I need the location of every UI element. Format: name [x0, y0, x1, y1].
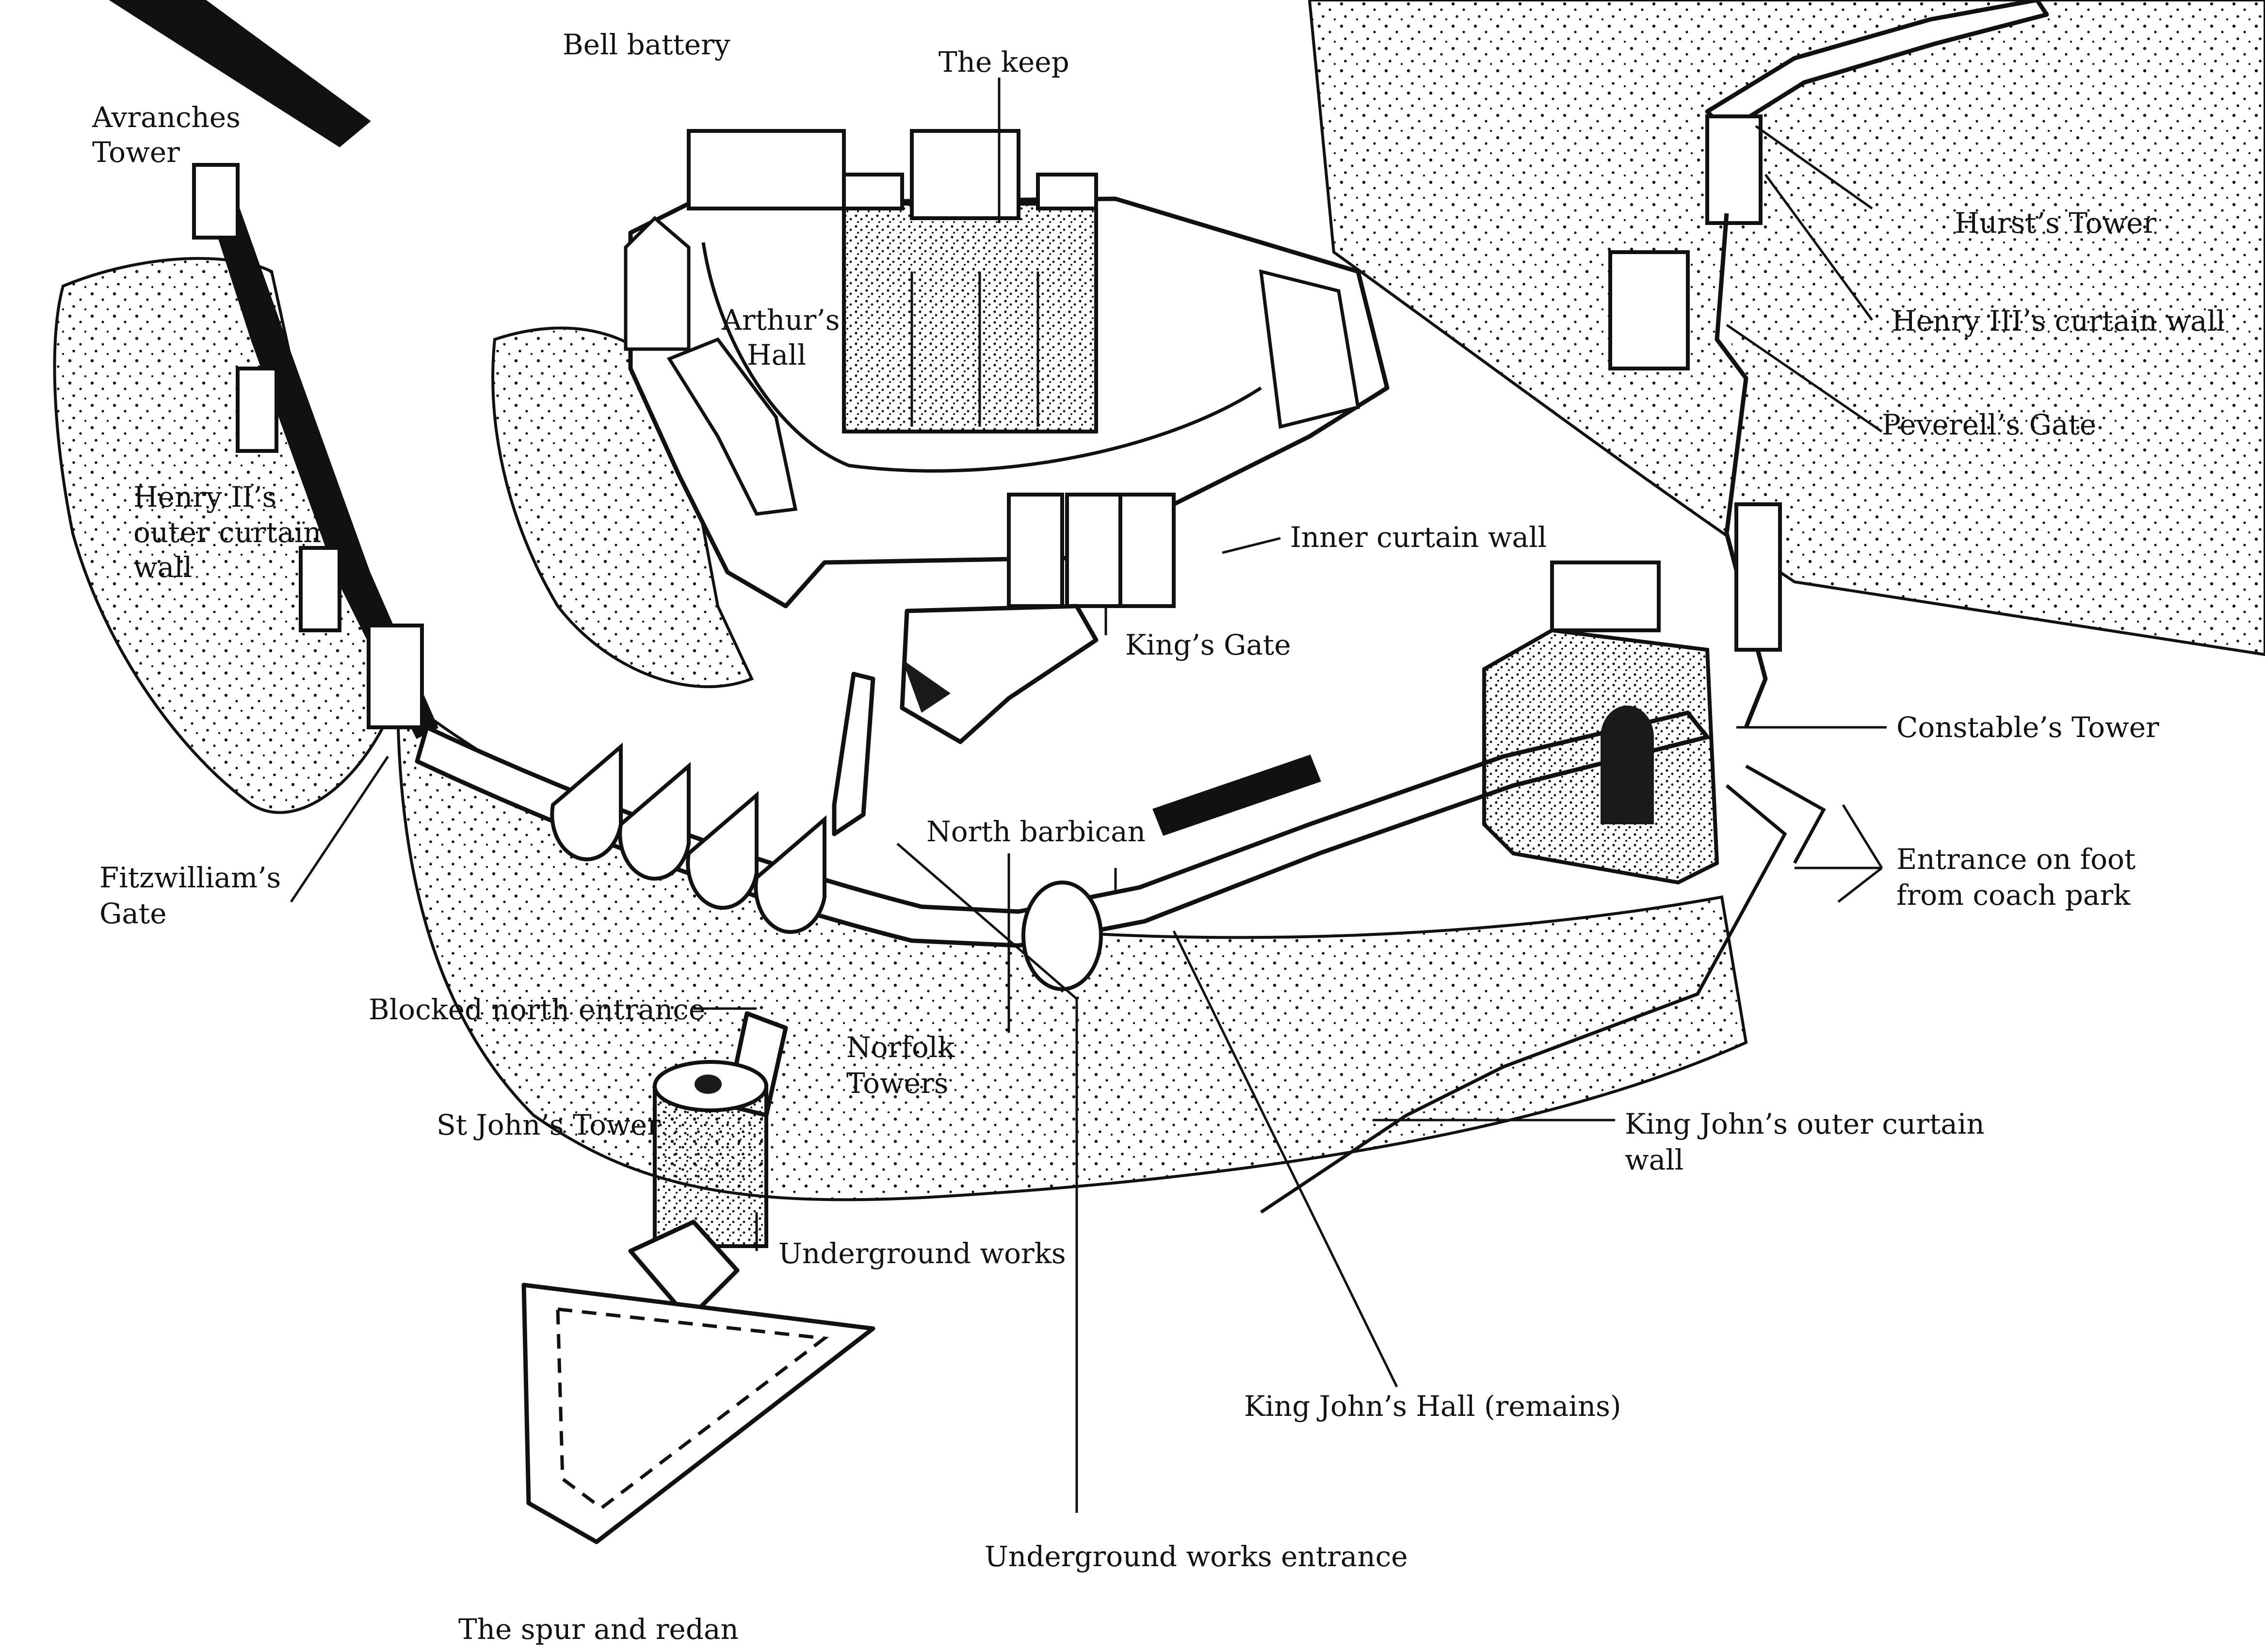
label-henry2-wall-3: wall	[133, 551, 192, 584]
inner-ward	[624, 129, 1390, 836]
label-entrance-on-foot-1: Entrance on foot	[1896, 843, 2136, 876]
keep-shape	[842, 129, 1098, 433]
labels: Bell battery The keep Avranches Tower Hu…	[92, 28, 2225, 1646]
henry2-outer-curtain-wall	[109, 0, 438, 739]
label-inner-curtain-wall: Inner curtain wall	[1290, 521, 1547, 554]
inner-bank	[491, 326, 754, 689]
label-underground-works: Underground works	[778, 1237, 1066, 1270]
avranches-tower-shape	[192, 163, 240, 240]
outer-curtain-wall	[415, 710, 1710, 991]
leader-lines	[290, 78, 1887, 1513]
fitzwilliams-gate-shape	[367, 624, 424, 729]
label-avranches-tower-1: Avranches	[92, 101, 241, 134]
label-norfolk-towers-1: Norfolk	[846, 1031, 955, 1064]
label-st-johns-tower: St John’s Tower	[437, 1108, 661, 1141]
peverells-gate-shape	[1608, 250, 1690, 370]
label-hursts-tower: Hurst’s Tower	[1955, 207, 2156, 240]
label-bell-battery: Bell battery	[563, 28, 730, 61]
label-henry2-wall-1: Henry II’s	[133, 481, 276, 513]
st-johns-tower-shape	[653, 1060, 768, 1248]
label-norfolk-towers-2: Towers	[846, 1067, 949, 1100]
norfolk-towers-shape	[550, 742, 826, 934]
label-king-johns-hall: King John’s Hall (remains)	[1244, 1390, 1621, 1423]
label-arthurs-hall-1: Arthur’s	[721, 304, 840, 337]
kings-gate-shape	[1007, 493, 1176, 608]
label-fitzwilliams-gate-2: Gate	[99, 897, 167, 930]
constables-tower-shape	[1482, 561, 1719, 885]
label-henry3-curtain-wall: Henry III’s curtain wall	[1892, 305, 2225, 337]
label-king-johns-wall-2: wall	[1625, 1143, 1683, 1176]
label-underground-works-entrance: Underground works entrance	[985, 1540, 1408, 1573]
spur-and-redan-shape	[521, 1011, 875, 1544]
label-arthurs-hall-2: Hall	[747, 338, 806, 371]
label-entrance-on-foot-2: from coach park	[1896, 879, 2131, 912]
hursts-tower-shape	[1705, 114, 1763, 225]
label-constables-tower: Constable’s Tower	[1896, 711, 2159, 744]
label-avranches-tower-2: Tower	[92, 136, 180, 169]
arthurs-hall-shape	[624, 129, 846, 516]
label-spur-and-redan: The spur and redan	[458, 1613, 739, 1646]
label-king-johns-wall-1: King John’s outer curtain	[1625, 1107, 1985, 1140]
label-north-barbican: North barbican	[926, 815, 1146, 848]
label-fitzwilliams-gate-1: Fitzwilliam’s	[99, 861, 281, 894]
label-the-keep: The keep	[938, 46, 1069, 79]
north-barbican-shape	[900, 604, 1099, 744]
eastern-defences	[1260, 0, 2049, 1214]
label-blocked-north-entrance: Blocked north entrance	[369, 993, 705, 1026]
label-henry2-wall-2: outer curtain	[133, 516, 321, 549]
label-peverells-gate: Peverell’s Gate	[1882, 408, 2096, 441]
label-kings-gate: King’s Gate	[1125, 628, 1291, 661]
